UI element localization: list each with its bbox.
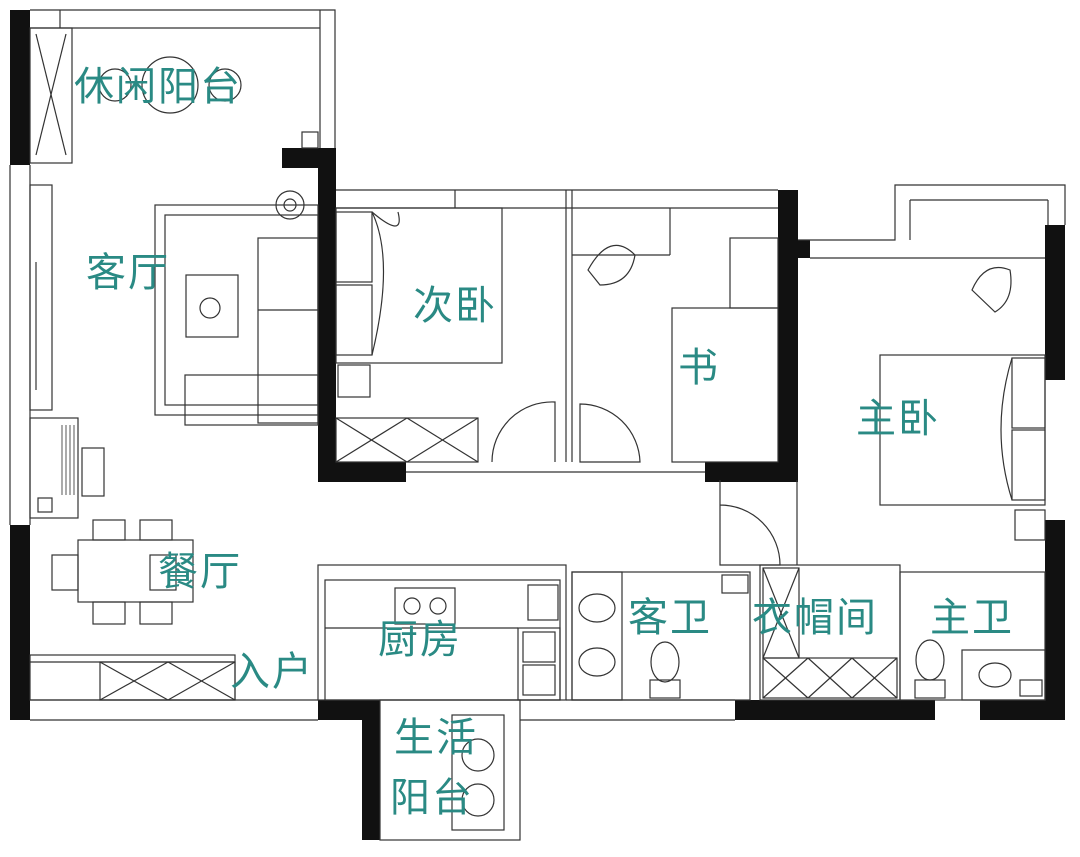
- label-study: 书: [678, 345, 720, 391]
- balcony-furniture: [98, 56, 242, 114]
- study-fixtures: [565, 190, 779, 463]
- label-leisure-balcony: 休闲阳台: [74, 64, 242, 110]
- label-master-bedroom: 主卧: [856, 396, 940, 442]
- label-utility-balcony-line1: 生活: [394, 715, 478, 761]
- outline-lines: [9, 9, 336, 721]
- label-kitchen: 厨房: [378, 617, 462, 663]
- label-dining-room: 餐厅: [158, 549, 242, 595]
- label-cloakroom: 衣帽间: [752, 595, 878, 641]
- label-guest-bathroom: 客卫: [628, 595, 712, 641]
- label-master-bathroom: 主卫: [930, 595, 1014, 641]
- service-area-fixtures: [317, 564, 1046, 841]
- label-utility-balcony-line2: 阳台: [390, 775, 474, 821]
- structural-walls: [10, 10, 1065, 840]
- master-bedroom-fixtures: [719, 184, 1066, 566]
- label-second-bedroom: 次卧: [413, 283, 497, 329]
- label-entrance: 入户: [230, 649, 314, 695]
- label-living-room: 客厅: [86, 250, 170, 296]
- second-bedroom-fixtures: [335, 189, 778, 473]
